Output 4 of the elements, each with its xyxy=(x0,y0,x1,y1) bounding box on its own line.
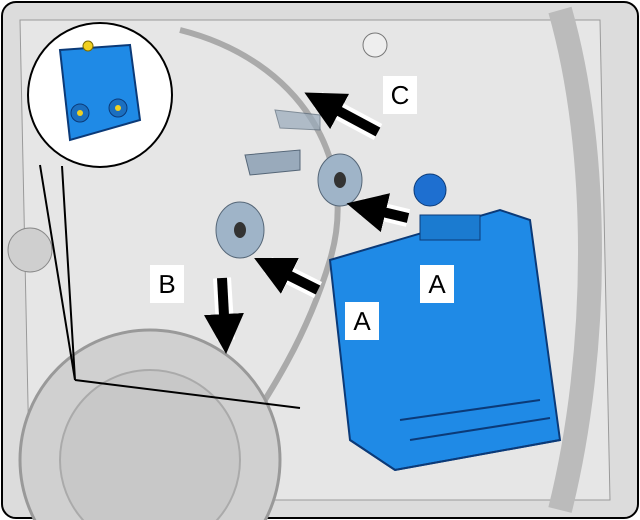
callout-letter: C xyxy=(383,76,417,114)
callout-letter: B xyxy=(150,265,184,303)
callout-letter: A xyxy=(420,265,454,303)
callout-letter: A xyxy=(345,302,379,340)
